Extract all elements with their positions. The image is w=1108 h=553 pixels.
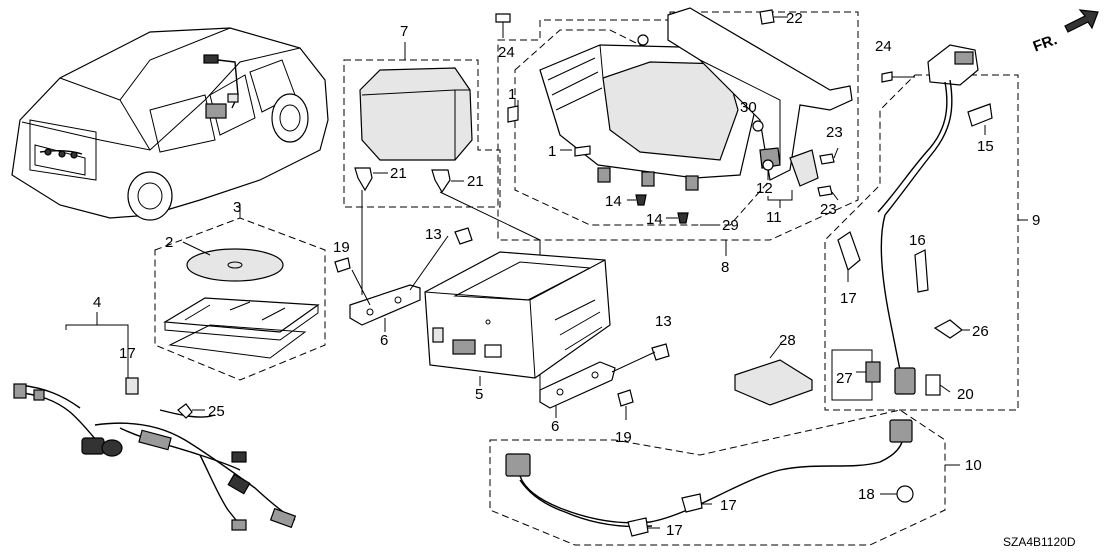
vehicle-illustration xyxy=(11,27,329,221)
callout-19b: 19 xyxy=(615,429,632,446)
callout-3: 3 xyxy=(233,199,241,216)
callout-4: 4 xyxy=(93,294,101,311)
pad-part xyxy=(734,344,813,406)
callout-9: 9 xyxy=(1032,212,1040,229)
callout-12: 12 xyxy=(756,180,773,197)
callout-20: 20 xyxy=(957,386,974,403)
callout-6b: 6 xyxy=(551,418,559,435)
callout-13a: 13 xyxy=(425,226,442,243)
bracket-right xyxy=(539,361,616,409)
callout-16: 16 xyxy=(909,232,926,249)
navigation-unit-group xyxy=(334,227,670,420)
callout-25: 25 xyxy=(208,403,225,420)
cable-group-bottom xyxy=(489,409,960,546)
part-code: SZA4B1120D xyxy=(1003,535,1076,549)
front-direction-indicator: FR. xyxy=(1031,9,1099,55)
bracket-left xyxy=(349,284,421,326)
callout-13b: 13 xyxy=(655,313,672,330)
antenna-cable-group xyxy=(824,44,1028,411)
callout-23a: 23 xyxy=(826,124,843,141)
callout-2: 2 xyxy=(165,234,173,251)
callout-5: 5 xyxy=(475,386,483,403)
callout-11: 11 xyxy=(766,209,782,226)
callout-labels: 1 1 2 3 4 5 6 6 7 8 9 10 11 12 13 13 14 … xyxy=(93,10,1076,549)
navigation-disc xyxy=(186,248,284,282)
display-screen xyxy=(602,61,739,161)
callout-1a: 1 xyxy=(508,86,516,103)
callout-26: 26 xyxy=(972,323,989,340)
callout-21b: 21 xyxy=(467,173,484,190)
callout-8: 8 xyxy=(721,259,729,276)
cover-group xyxy=(343,42,541,400)
callout-23b: 23 xyxy=(820,201,837,218)
callout-24a: 24 xyxy=(498,44,515,61)
navigation-unit xyxy=(424,251,611,379)
callout-27: 27 xyxy=(836,370,853,387)
callout-10: 10 xyxy=(965,457,982,474)
callout-29: 29 xyxy=(722,217,739,234)
callout-24b: 24 xyxy=(875,38,892,55)
callout-15: 15 xyxy=(977,138,994,155)
switch-unit xyxy=(789,149,819,187)
callout-19a: 19 xyxy=(333,239,350,256)
callout-1b: 1 xyxy=(548,143,556,160)
callout-22: 22 xyxy=(786,10,803,27)
callout-6a: 6 xyxy=(380,332,388,349)
callout-17c: 17 xyxy=(720,497,737,514)
direction-label: FR. xyxy=(1031,31,1060,55)
wire-harness-lower-left xyxy=(13,312,297,531)
display-group xyxy=(495,7,859,256)
callout-28: 28 xyxy=(779,332,796,349)
callout-17b: 17 xyxy=(840,290,857,307)
disc-set-group xyxy=(154,204,326,381)
callout-17d: 17 xyxy=(666,522,683,539)
callout-30: 30 xyxy=(740,99,757,116)
callout-18: 18 xyxy=(858,486,875,503)
callout-21a: 21 xyxy=(390,165,407,182)
callout-14a: 14 xyxy=(605,193,622,210)
callout-14b: 14 xyxy=(646,211,663,228)
front-arrow-icon xyxy=(1064,9,1099,33)
callout-7: 7 xyxy=(400,23,408,40)
callout-17a: 17 xyxy=(119,345,136,362)
